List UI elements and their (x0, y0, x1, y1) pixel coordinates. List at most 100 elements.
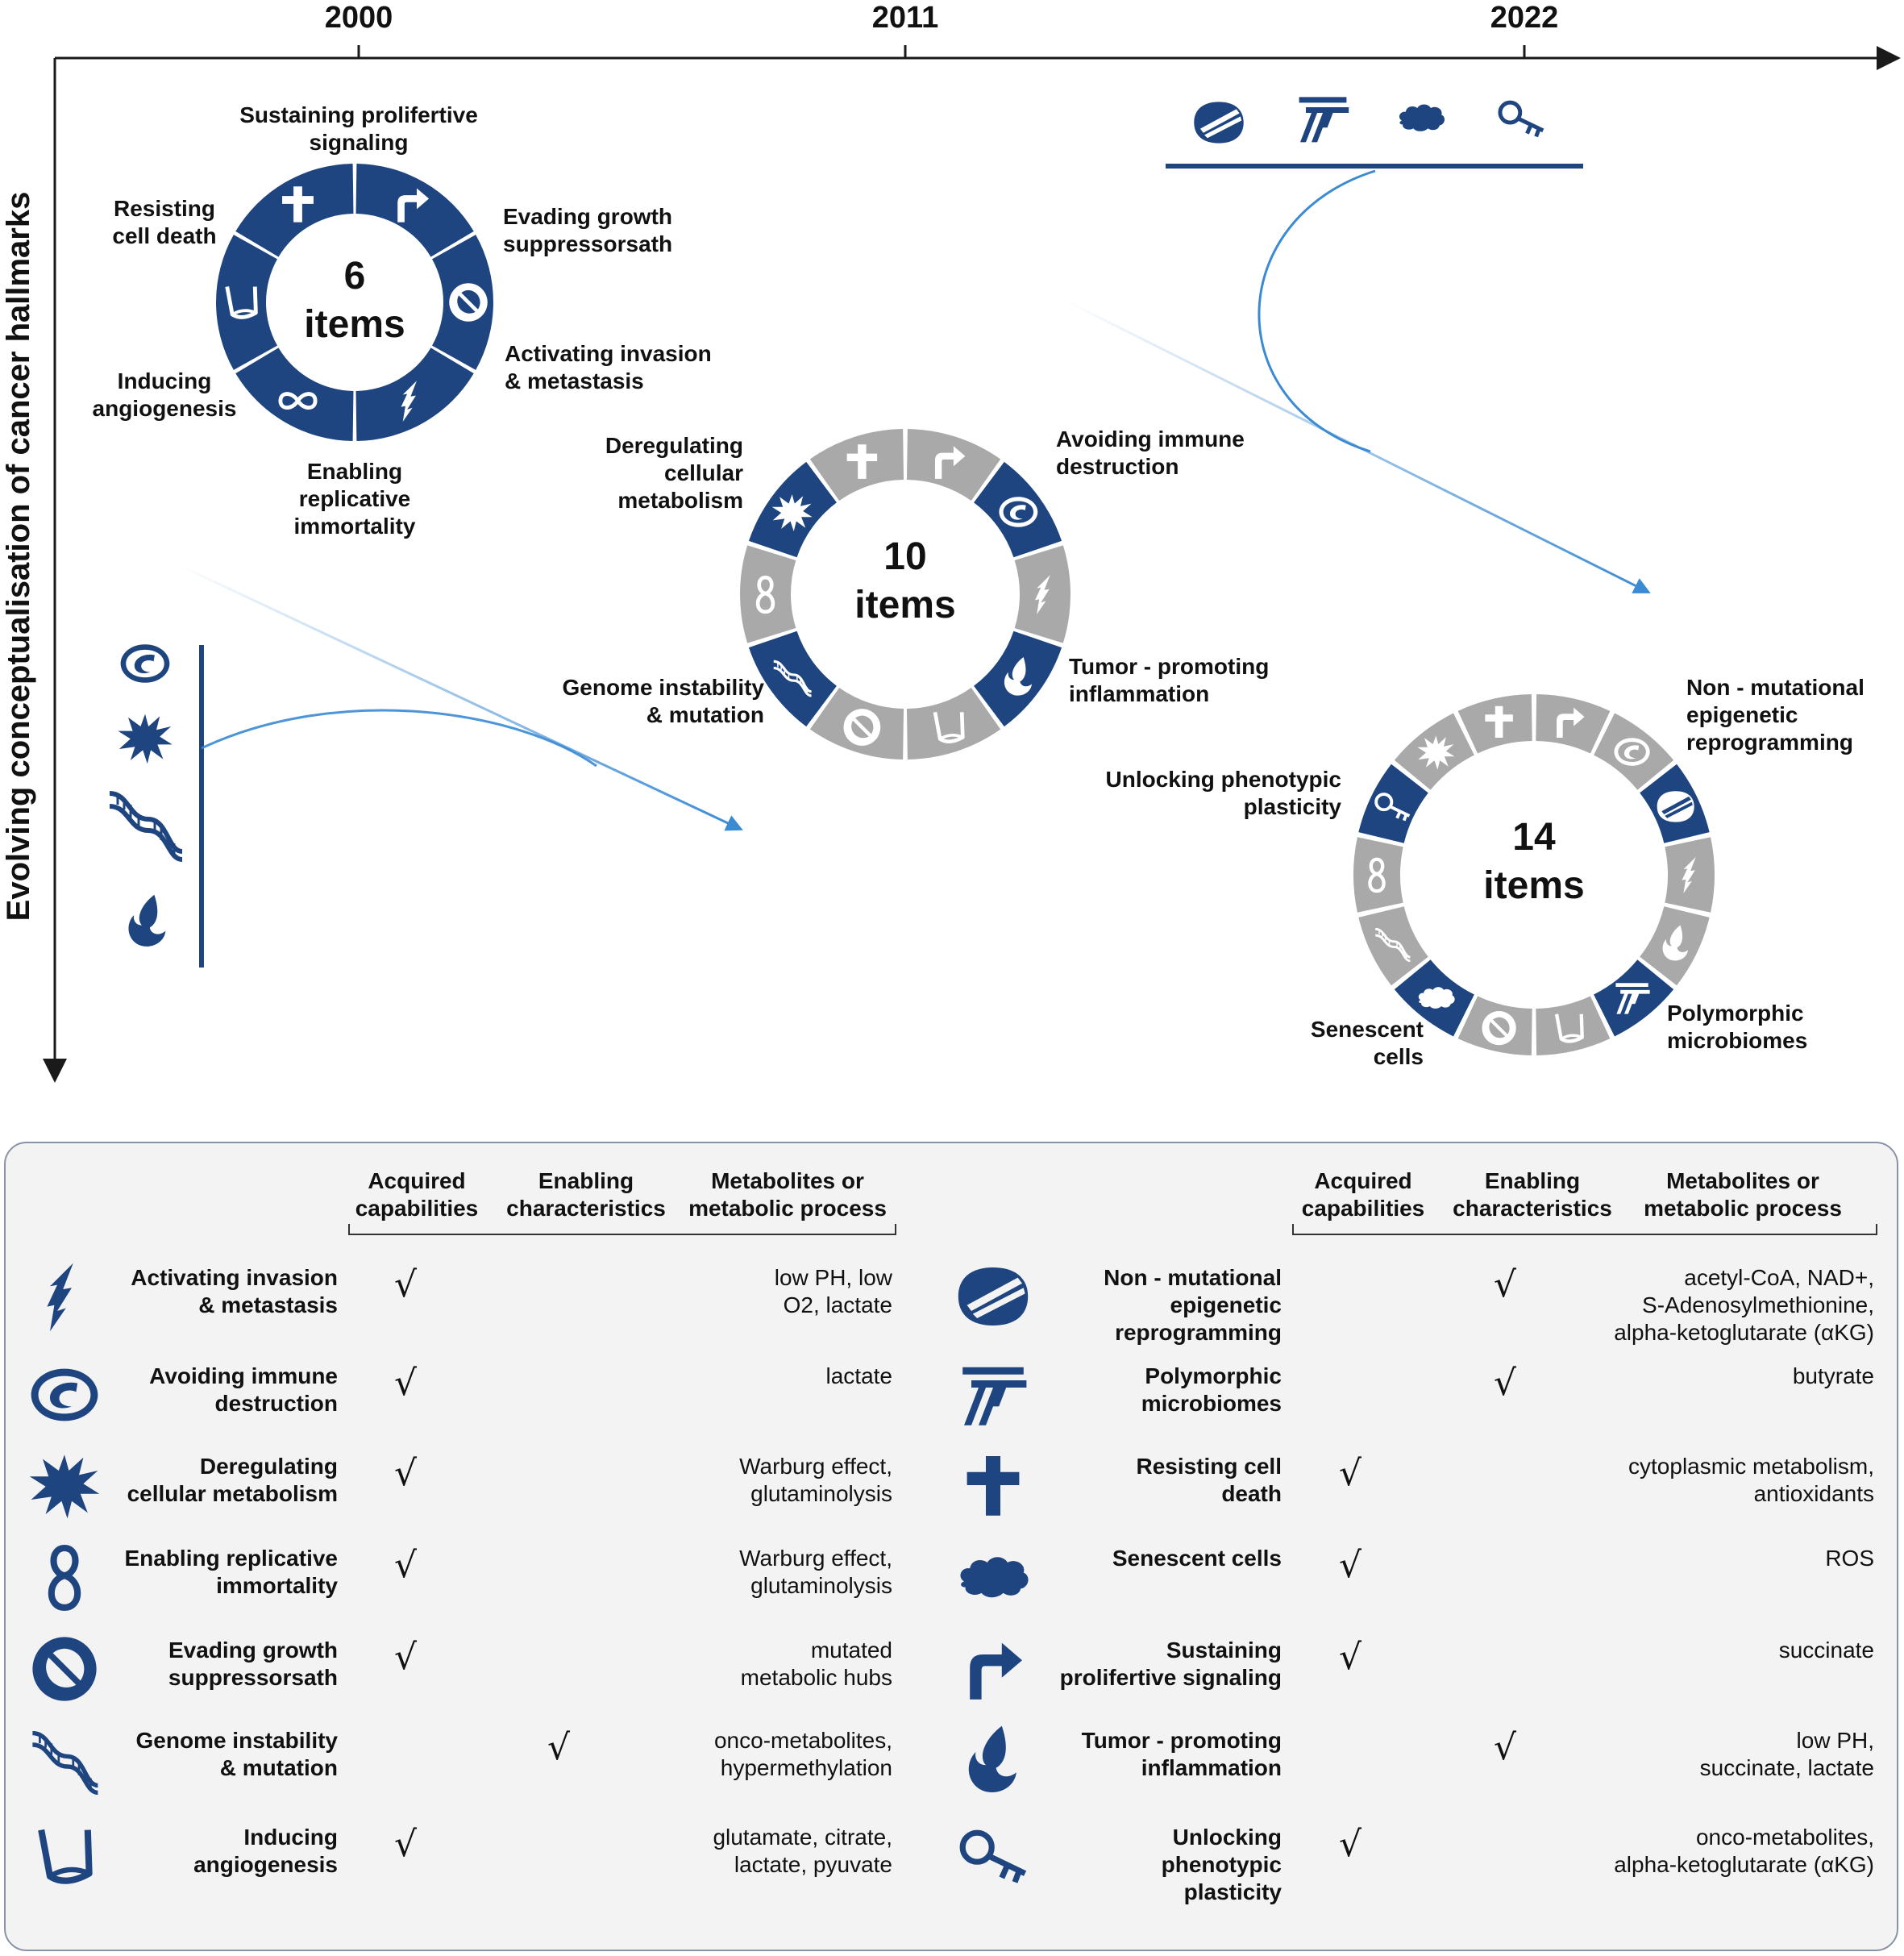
row-name: Deregulating cellular metabolism (127, 1454, 338, 1506)
year-2011: 2011 (872, 1, 938, 35)
microbe-icon (1299, 97, 1349, 143)
burst-icon (118, 714, 173, 764)
row-metabolites: ROS (1825, 1546, 1874, 1571)
check-mark: √ (394, 1824, 418, 1865)
row-metabolites: succinate (1778, 1638, 1874, 1663)
check-mark: √ (1494, 1363, 1517, 1404)
row-name: Evading growth suppressorsath (168, 1638, 338, 1690)
row-metabolites: butyrate (1792, 1363, 1874, 1388)
check-mark: √ (394, 1363, 418, 1404)
left-header-rule (348, 1234, 896, 1235)
left-header-acquired: Acquired capabilities (355, 1168, 479, 1221)
row-name: Activating invasion & metastasis (131, 1265, 338, 1317)
row-name: Senescent cells (1112, 1546, 1282, 1571)
wheel-2011-unit: items (854, 584, 955, 626)
dna-icon (110, 793, 182, 859)
row-name: Tumor - promoting inflammation (1081, 1728, 1282, 1780)
wheel-segment (355, 348, 474, 441)
eye-icon (120, 644, 170, 683)
wheel-segment (216, 235, 277, 370)
right-header-acquired: Acquired capabilities (1301, 1168, 1425, 1221)
wheel-2000-count: 6 (344, 255, 366, 298)
vertical-axis-label: Evolving conceptualisation of cancer hal… (1, 192, 36, 922)
flow-curve-2011 (201, 709, 597, 768)
check-mark: √ (1339, 1637, 1362, 1678)
check-mark: √ (1339, 1824, 1362, 1865)
wheel-segment (432, 235, 493, 370)
year-2000: 2000 (325, 1, 393, 35)
row-metabolites: glutamate, citrate, lactate, pyuvate (713, 1825, 892, 1877)
check-mark: √ (1339, 1453, 1362, 1494)
wheel-2000 (216, 164, 493, 441)
right-header-enabling: Enabling characteristics (1453, 1168, 1612, 1221)
row-metabolites: lactate (825, 1363, 893, 1388)
striped-oval-icon (1194, 102, 1244, 144)
wheel-segment (748, 630, 837, 727)
check-mark: √ (394, 1264, 418, 1305)
row-name: Sustaining prolifertive signaling (1059, 1638, 1282, 1690)
year-2022: 2022 (1490, 1, 1559, 35)
wheel-segment (1536, 996, 1611, 1055)
row-metabolites: low PH, succinate, lactate (1699, 1728, 1874, 1780)
metabolism-table: Acquired capabilities Enabling character… (4, 1142, 1898, 1951)
wheel-segment (1594, 713, 1674, 790)
row-name: Inducing angiogenesis (193, 1825, 338, 1877)
row-name: Avoiding immune destruction (149, 1363, 338, 1416)
wheel-2022 (1353, 694, 1715, 1055)
row-name: Unlocking phenotypic plasticity (1161, 1825, 1282, 1904)
wheel-segment (1358, 764, 1428, 843)
added-2022-legend (1166, 97, 1583, 169)
wheel-segment (355, 164, 474, 257)
left-header-metabolites: Metabolites or metabolic process (688, 1168, 887, 1221)
wheel-2011-count: 10 (883, 535, 926, 578)
row-metabolites: acetyl-CoA, NAD+, S-Adenosylmethionine, … (1614, 1265, 1874, 1345)
cloud-icon (1399, 104, 1445, 131)
wheel-2022-count: 14 (1512, 816, 1556, 859)
row-metabolites: mutated metabolic hubs (740, 1638, 892, 1690)
row-metabolites: onco-metabolites, hypermethylation (713, 1728, 892, 1780)
wheel-2022-unit: items (1483, 864, 1584, 907)
row-metabolites: Warburg effect, glutaminolysis (739, 1546, 892, 1598)
row-name: Enabling replicative immortality (124, 1546, 338, 1598)
row-metabolites: low PH, low O2, lactate (774, 1265, 892, 1317)
right-header-metabolites: Metabolites or metabolic process (1644, 1168, 1842, 1221)
row-name: Polymorphic microbiomes (1141, 1363, 1282, 1416)
prohibition-icon (843, 709, 881, 746)
check-mark: √ (394, 1545, 418, 1586)
check-mark: √ (547, 1727, 571, 1768)
timeline-diagram: 2000 2011 2022 Evolving conceptualisatio… (1, 1, 1901, 1083)
row-metabolites: onco-metabolites, alpha-ketoglutarate (α… (1614, 1825, 1874, 1877)
flame-icon (128, 894, 166, 947)
wheel-segment (809, 429, 904, 501)
flow-arrow-2011 (177, 563, 743, 831)
right-header-rule (1292, 1234, 1877, 1235)
row-name: Non - mutational epigenetic reprogrammin… (1104, 1265, 1282, 1345)
left-header-enabling: Enabling characteristics (506, 1168, 666, 1221)
check-mark: √ (1494, 1264, 1517, 1305)
wheel-segment (906, 688, 1001, 760)
wheel-2011 (739, 429, 1070, 760)
label-genome: Genome instability& mutation (563, 675, 765, 727)
row-name: Genome instability & mutation (135, 1728, 339, 1780)
check-mark: √ (394, 1637, 418, 1678)
check-mark: √ (394, 1453, 418, 1494)
key-icon (1500, 102, 1543, 136)
wheel-2000-unit: items (304, 303, 405, 346)
check-mark: √ (1494, 1727, 1517, 1768)
prohibition-icon (449, 283, 488, 322)
check-mark: √ (1339, 1545, 1362, 1586)
flow-curve-2022 (1258, 169, 1376, 453)
label-activating: Activating invasion& metastasis (505, 341, 712, 393)
